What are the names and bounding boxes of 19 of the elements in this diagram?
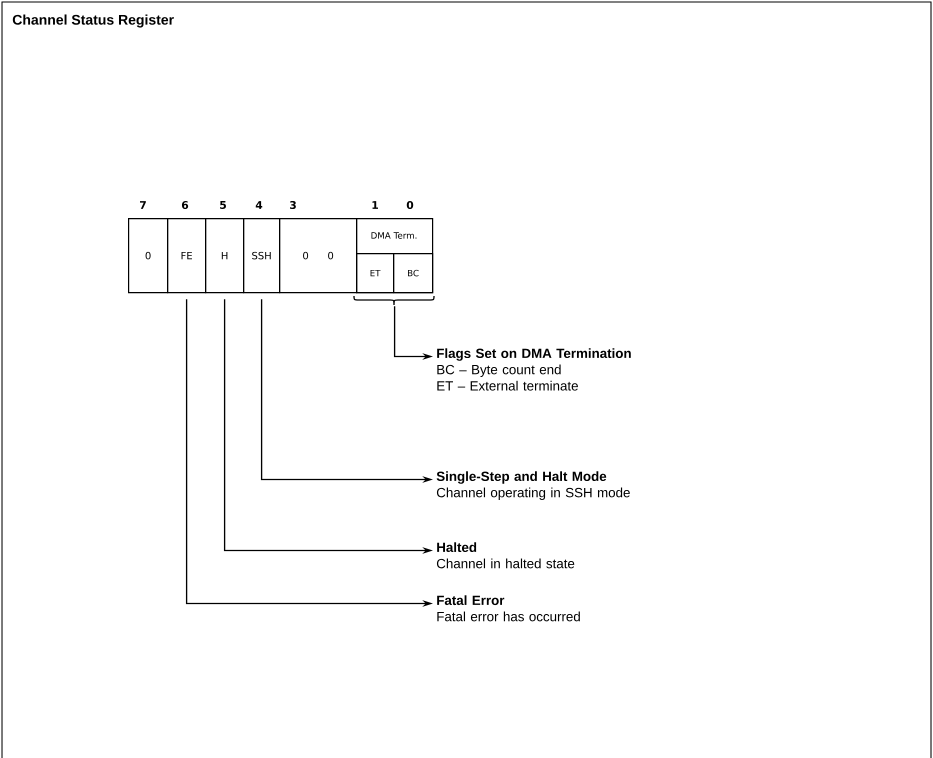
register-cell: ET bbox=[356, 253, 394, 294]
title: Channel Status Register bbox=[12, 14, 174, 28]
register-cell: 0 0 bbox=[279, 218, 358, 294]
register-cell: H bbox=[205, 218, 244, 294]
bit-number: 3 bbox=[290, 200, 296, 210]
bit-number: 4 bbox=[256, 201, 262, 209]
bit-number: 7 bbox=[140, 201, 146, 209]
register-cell: FE bbox=[167, 218, 206, 294]
register-cell: BC bbox=[393, 253, 434, 294]
register-cell: SSH bbox=[243, 218, 280, 294]
description-text: Flags Set on DMA Termination BC – Byte count end ET – External terminate bbox=[437, 348, 631, 391]
bit-number: 1 bbox=[372, 201, 378, 209]
register-cell: 0 bbox=[128, 218, 168, 294]
description-text: Halted Channel in halted state bbox=[436, 542, 574, 568]
bit-number: 0 bbox=[406, 200, 414, 210]
description-text: Single-Step and Halt Mode Channel operating in SSH mode bbox=[436, 471, 630, 500]
bit-number: 6 bbox=[182, 200, 188, 210]
description-text: Fatal Error Fatal error has occurred bbox=[437, 595, 580, 622]
bit-number: 5 bbox=[220, 201, 226, 209]
